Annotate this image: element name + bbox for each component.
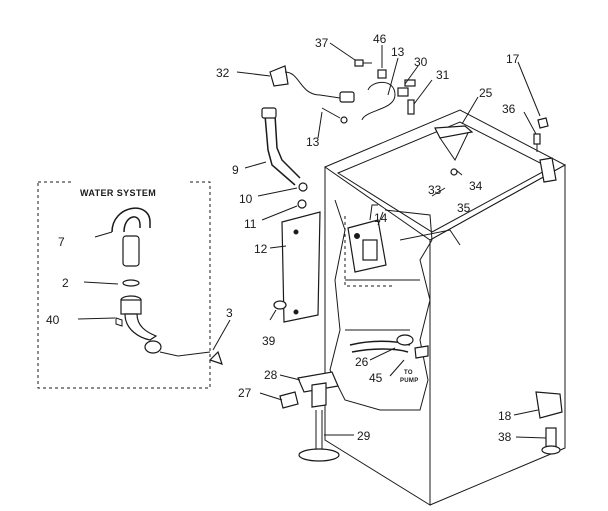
callout-2: 2 xyxy=(62,276,69,290)
inlet-valve-outlet xyxy=(144,340,162,354)
to-pump-line1: TO xyxy=(404,370,413,376)
callout-38: 38 xyxy=(498,430,512,444)
callout-9: 9 xyxy=(232,163,239,177)
callout-31: 31 xyxy=(436,68,450,82)
pressure-switch xyxy=(344,204,395,287)
callout-11: 11 xyxy=(244,217,257,231)
screw-36 xyxy=(533,133,541,152)
callout-25: 25 xyxy=(479,86,493,100)
callout-12: 12 xyxy=(254,242,268,256)
callout-17: 17 xyxy=(506,52,520,66)
callout-27: 27 xyxy=(238,386,252,400)
callout-35: 35 xyxy=(457,201,471,215)
callout-10: 10 xyxy=(239,192,253,206)
fitting-10 xyxy=(298,182,308,192)
callout-7: 7 xyxy=(58,235,65,249)
side-bracket xyxy=(281,211,321,323)
leveling-leg-assembly xyxy=(279,371,340,462)
callout-39: 39 xyxy=(262,334,276,348)
top-hardware xyxy=(321,59,416,124)
callout-45: 45 xyxy=(369,371,383,385)
to-pump-line2: PUMP xyxy=(400,378,419,384)
cable-assembly xyxy=(269,65,355,103)
nozzle-3 xyxy=(208,350,223,365)
callout-13-top: 13 xyxy=(391,45,405,59)
cabinet xyxy=(323,109,567,506)
callout-28: 28 xyxy=(264,368,278,382)
callout-14: 14 xyxy=(374,211,388,225)
drain-hose xyxy=(349,334,429,359)
callout-29: 29 xyxy=(357,429,371,443)
hose-clamp xyxy=(122,279,140,287)
callout-3: 3 xyxy=(226,306,233,320)
callout-34: 34 xyxy=(469,179,483,193)
corner-bracket xyxy=(539,157,557,183)
leader-lines xyxy=(77,42,547,439)
callout-46: 46 xyxy=(373,32,387,46)
fill-hose xyxy=(264,114,296,186)
clip-17 xyxy=(537,117,549,129)
water-tube xyxy=(122,235,140,267)
callout-37: 37 xyxy=(315,36,329,50)
callout-18: 18 xyxy=(498,409,512,423)
callout-40: 40 xyxy=(46,313,60,327)
callout-33: 33 xyxy=(428,183,442,197)
lid-hinge xyxy=(434,125,474,176)
foot-bracket xyxy=(535,391,563,455)
callout-26: 26 xyxy=(355,355,369,369)
fitting-11 xyxy=(297,199,307,209)
callout-13-left: 13 xyxy=(306,135,320,149)
water-system-box: WATER SYSTEM xyxy=(37,181,223,389)
callout-30: 30 xyxy=(414,55,428,69)
callout-32: 32 xyxy=(216,66,230,80)
grommet-39 xyxy=(273,300,287,310)
water-system-title: WATER SYSTEM xyxy=(80,188,156,198)
callout-36: 36 xyxy=(502,102,516,116)
callout-labels: 7 2 40 3 9 10 11 12 39 32 37 46 13 30 31… xyxy=(46,32,520,444)
